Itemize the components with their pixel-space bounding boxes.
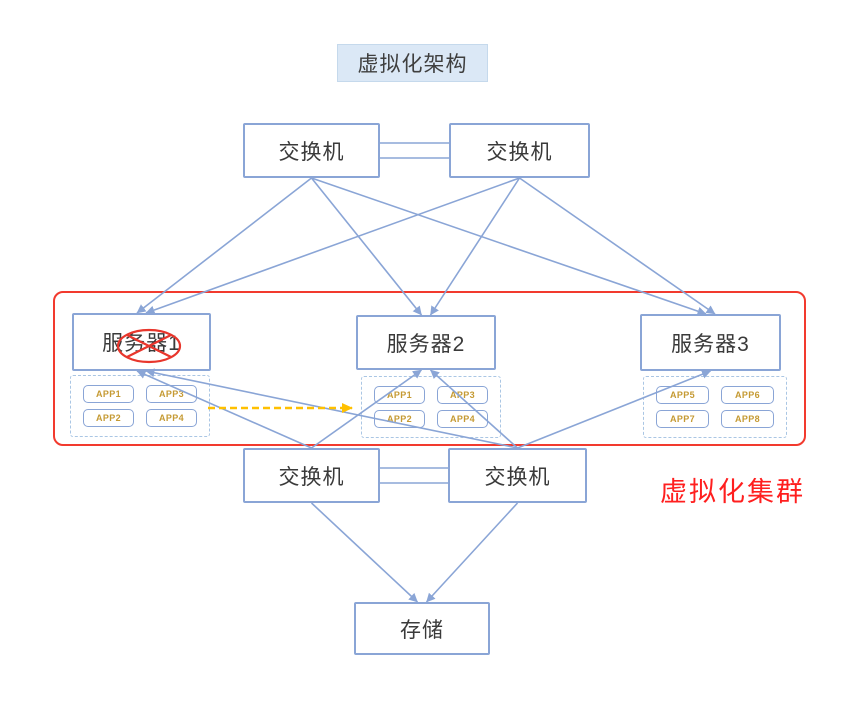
app-chip: APP1: [374, 386, 425, 404]
server-1-app-group: APP1 APP3 APP2 APP4: [70, 375, 210, 437]
node-bottom-switch-2: 交换机: [448, 448, 587, 503]
node-server-1: 服务器1: [72, 313, 211, 371]
node-top-switch-2: 交换机: [449, 123, 590, 178]
server-2-app-group: APP1 APP3 APP2 APP4: [361, 376, 501, 438]
server-3-app-group: APP5 APP6 APP7 APP8: [643, 376, 787, 438]
app-chip: APP1: [83, 385, 134, 403]
app-chip: APP2: [83, 409, 134, 427]
app-chip: APP4: [146, 409, 197, 427]
app-chip: APP4: [437, 410, 488, 428]
node-bottom-switch-1: 交换机: [243, 448, 380, 503]
app-chip: APP6: [721, 386, 774, 404]
node-server-2: 服务器2: [356, 315, 496, 370]
node-server-3: 服务器3: [640, 314, 781, 371]
app-chip: APP7: [656, 410, 709, 428]
app-chip: APP3: [437, 386, 488, 404]
app-chip: APP2: [374, 410, 425, 428]
node-storage: 存储: [354, 602, 490, 655]
node-top-switch-1: 交换机: [243, 123, 380, 178]
edge-bottom-switch-2-storage: [425, 502, 519, 603]
app-chip: APP8: [721, 410, 774, 428]
cluster-label: 虚拟化集群: [660, 477, 805, 507]
app-chip: APP5: [656, 386, 709, 404]
diagram-title: 虚拟化架构: [337, 44, 488, 82]
app-chip: APP3: [146, 385, 197, 403]
edge-bottom-switch-1-storage: [310, 502, 419, 603]
